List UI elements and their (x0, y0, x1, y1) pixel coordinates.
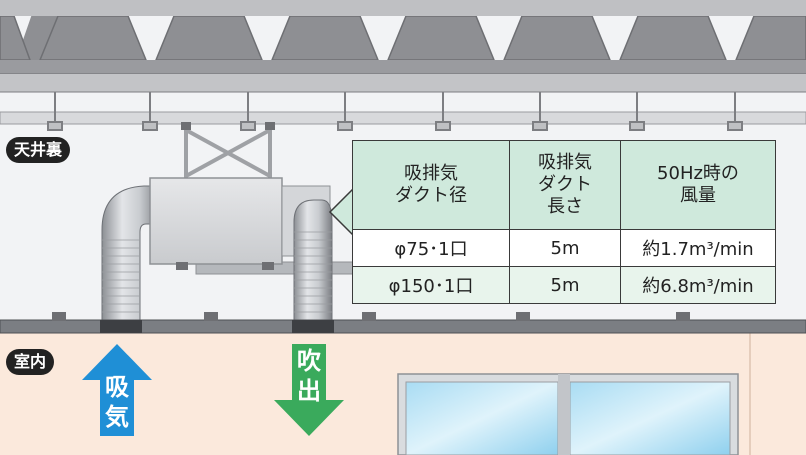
ceiling-board (0, 312, 806, 334)
intake-char-1: 吸 (105, 373, 129, 401)
window (397, 373, 739, 455)
header-label: 50Hz時の 風量 (657, 163, 739, 206)
cell-airflow: 約6.8m³/min (620, 266, 776, 304)
cell-length: 5m (509, 266, 621, 304)
exhaust-char-2: 出 (297, 377, 321, 405)
cell-airflow: 約1.7m³/min (620, 229, 776, 267)
cell-diameter: φ150･1口 (352, 266, 510, 304)
suspension-frame (184, 126, 272, 180)
intake-label: 吸 気 (101, 372, 133, 432)
roof-deck (0, 0, 806, 93)
table-row: φ150･1口 5m 約6.8m³/min (352, 266, 776, 304)
table-header-row: 吸排気 ダクト径 吸排気 ダクト 長さ 50Hz時の 風量 (352, 140, 776, 230)
intake-char-2: 気 (105, 403, 129, 431)
cell-diameter: φ75･1口 (352, 229, 510, 267)
ceiling-beam (0, 111, 806, 125)
exhaust-arrow (274, 344, 344, 436)
table-row: φ75･1口 5m 約1.7m³/min (352, 229, 776, 267)
exhaust-label: 吹 出 (293, 346, 325, 406)
indoor-space-label: 室内 (6, 349, 55, 375)
duct-spec-table: 吸排気 ダクト径 吸排気 ダクト 長さ 50Hz時の 風量 φ75･1口 5m … (352, 140, 776, 304)
header-duct-diameter: 吸排気 ダクト径 (352, 140, 510, 230)
frame-bolts (181, 122, 275, 130)
header-label: 吸排気 ダクト径 (395, 163, 467, 206)
ceiling-space-label: 天井裏 (6, 137, 71, 163)
header-airflow: 50Hz時の 風量 (620, 140, 776, 230)
header-label: 吸排気 ダクト 長さ (538, 152, 592, 217)
intake-arrow (82, 344, 152, 436)
cell-length: 5m (509, 229, 621, 267)
header-duct-length: 吸排気 ダクト 長さ (509, 140, 621, 230)
exhaust-char-1: 吹 (297, 347, 321, 375)
exhaust-duct (293, 199, 333, 326)
intake-duct (101, 185, 161, 326)
hanging-bolts (47, 92, 743, 131)
